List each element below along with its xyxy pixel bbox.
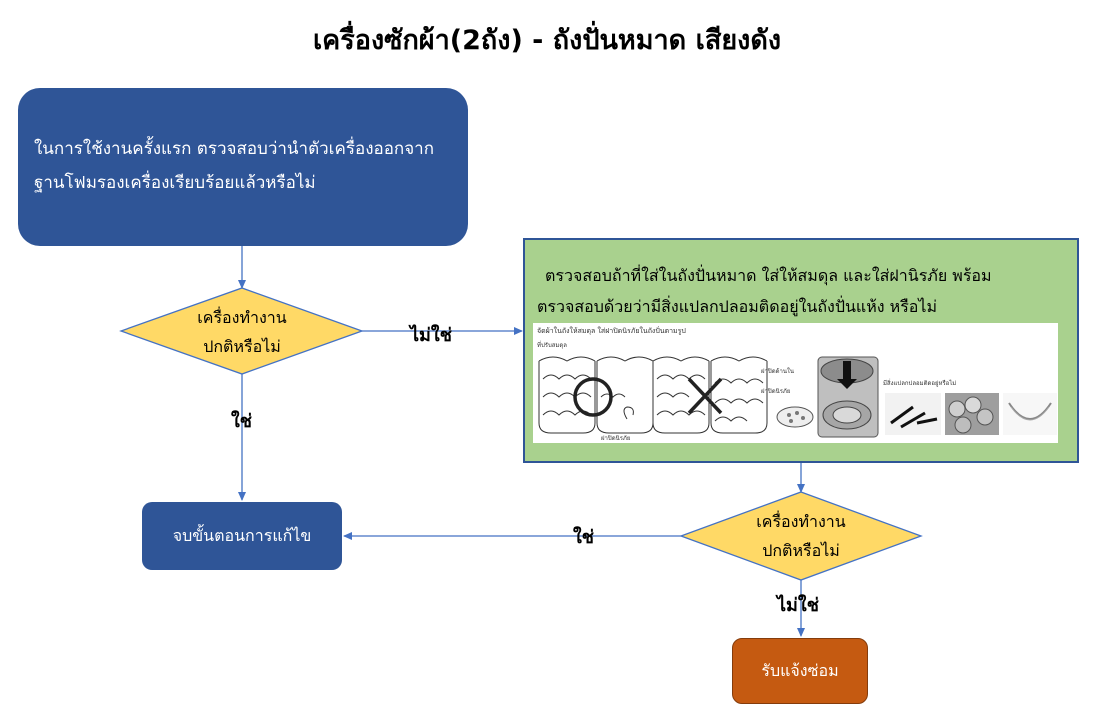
tub-correct-2-icon	[596, 356, 654, 434]
check-text-line2: ตรวจสอบด้วยว่ามีสิ่งแปลกปลอมติดอยู่ในถัง…	[537, 297, 938, 316]
illustration-label-foreign: มีสิ่งแปลกปลอมติดอยู่หรือไม่	[883, 379, 956, 387]
decision1-label: เครื่องทำงาน ปกติหรือไม่	[162, 303, 322, 361]
edge-label-no-down: ไม่ใช่	[777, 595, 819, 616]
tub-correct-1-icon	[538, 356, 596, 434]
instruction-illustration: จัดผ้าในถังให้สมดุล ใส่ฝาปิดนิรภัยในถังป…	[533, 323, 1058, 443]
edge-label-yes-left: ใช่	[573, 527, 595, 548]
check-text-line1: ตรวจสอบถ้าที่ใส่ในถังปั่นหมาด ใส่ให้สมดุ…	[545, 266, 992, 285]
foreign-objects-hairpins-icon	[885, 393, 941, 435]
start-text-line1: ในการใช้งานครั้งแรก ตรวจสอบว่านำตัวเครื่…	[34, 139, 435, 159]
decision2-diamond	[679, 491, 923, 581]
edge-label-yes-down: ใช่	[231, 411, 253, 432]
decision1-line1: เครื่องทำงาน	[197, 308, 287, 327]
foreign-objects-coins-icon	[945, 393, 999, 435]
decision1-diamond	[119, 287, 364, 375]
end-process-label: จบขั้นตอนการแก้ไข	[172, 525, 312, 545]
repair-box: รับแจ้งซ่อม	[732, 638, 868, 704]
illustration-label-inner-cover: ฝาปิดด้านใน	[761, 367, 794, 375]
safety-cover-disc-icon	[776, 406, 814, 428]
illustration-caption: จัดผ้าในถังให้สมดุล ใส่ฝาปิดนิรภัยในถังป…	[537, 326, 686, 335]
correct-mark-icon	[573, 377, 613, 417]
decision2-label: เครื่องทำงาน ปกติหรือไม่	[721, 507, 881, 565]
foreign-objects-wire-icon	[1003, 393, 1057, 435]
decision2-line2: ปกติหรือไม่	[762, 541, 840, 560]
diagram-title: เครื่องซักผ้า(2ถัง) - ถังปั่นหมาด เสียงด…	[312, 25, 782, 56]
repair-label: รับแจ้งซ่อม	[761, 660, 839, 680]
decision2-line1: เครื่องทำงาน	[756, 512, 846, 531]
start-text-line2: ฐานโฟมรองเครื่องเรียบร้อยแล้วหรือไม่	[34, 173, 316, 193]
tub-wrong-1-icon	[652, 356, 710, 434]
end-process-box: จบขั้นตอนการแก้ไข	[142, 502, 342, 570]
edge-label-no-right: ไม่ใช่	[410, 325, 452, 346]
illustration-label-safety-cover: ฝาปิดนิรภัย	[601, 435, 630, 442]
wrong-mark-icon	[687, 377, 723, 415]
spin-tub-machine-icon	[817, 356, 879, 438]
illustration-label-safety-cover-2: ฝาปิดนิรภัย	[761, 388, 790, 395]
illustration-label-balance: ที่ปรับสมดุล	[537, 341, 567, 349]
illustration-drawing: จัดผ้าในถังให้สมดุล ใส่ฝาปิดนิรภัยในถังป…	[537, 326, 1057, 442]
decision1-line2: ปกติหรือไม่	[203, 337, 281, 356]
tub-wrong-2-icon	[710, 356, 768, 434]
start-process-box: ในการใช้งานครั้งแรก ตรวจสอบว่านำตัวเครื่…	[18, 88, 468, 246]
